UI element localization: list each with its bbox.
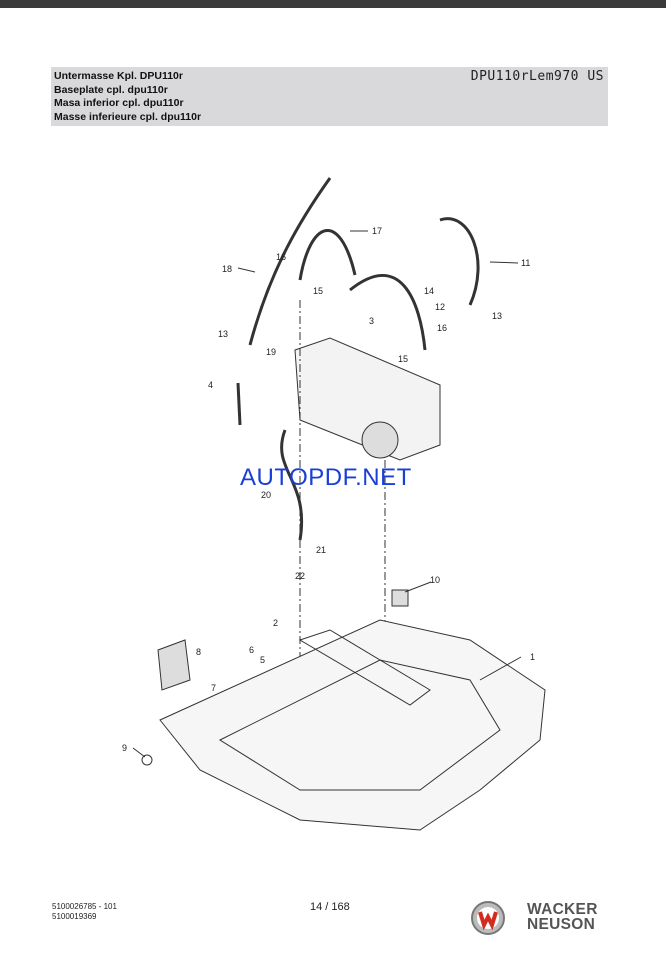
callout-4: 4	[208, 380, 213, 390]
part-number: 5100019369	[52, 911, 97, 921]
callout-6: 6	[249, 645, 254, 655]
callout-18: 18	[222, 264, 232, 274]
page-number: 14 / 168	[310, 901, 350, 913]
callout-7: 7	[211, 683, 216, 693]
callout-11: 11	[521, 258, 530, 268]
title-fr: Masse inferieure cpl. dpu110r	[54, 110, 202, 123]
callout-5: 5	[260, 655, 265, 665]
callout-13: 13	[218, 329, 228, 339]
callout-16: 16	[437, 323, 447, 333]
callout-10: 10	[430, 575, 440, 585]
title-block: Untermasse Kpl. DPU110r Baseplate cpl. d…	[54, 70, 201, 124]
page-header: Untermasse Kpl. DPU110r Baseplate cpl. d…	[51, 67, 608, 126]
title-es: Masa inferior cpl. dpu110r	[54, 97, 184, 109]
callouts: 18 17 11 16 15 14 12 13 3 16 15 13 19 4 …	[122, 226, 535, 753]
watermark: AUTOPDF.NET	[240, 464, 412, 491]
hose-18	[248, 177, 332, 346]
callout-15: 15	[313, 286, 323, 296]
callout-19: 19	[266, 347, 276, 357]
callout-15: 15	[398, 354, 408, 364]
callout-9: 9	[122, 743, 127, 753]
hose-11	[439, 217, 480, 306]
callout-14: 14	[424, 286, 434, 296]
top-bar	[0, 0, 666, 8]
baseplate	[159, 619, 546, 831]
callout-22: 22	[295, 571, 305, 581]
footer-numbers: 5100026785 - 101 5100019369	[52, 902, 117, 921]
callout-8: 8	[196, 647, 201, 657]
callout-2: 2	[273, 618, 278, 628]
callout-13: 13	[492, 311, 502, 321]
hose-20	[280, 429, 303, 541]
title-en: Baseplate cpl. dpu110r	[54, 83, 168, 96]
brand-line-1: WACKER	[527, 901, 598, 918]
hose-17	[298, 228, 357, 281]
callout-1: 1	[530, 652, 535, 662]
callout-12: 12	[435, 302, 445, 312]
callout-21: 21	[316, 545, 326, 555]
callout-17: 17	[372, 226, 382, 236]
callout-16: 16	[276, 252, 286, 262]
doc-number: 5100026785 - 101	[52, 902, 117, 911]
callout-3: 3	[369, 316, 374, 326]
callout-20: 20	[261, 490, 271, 500]
brand-line-2: NEUSON	[527, 916, 596, 933]
hose-14	[349, 274, 427, 351]
model-code: DPU110rLem970 US	[470, 69, 604, 84]
exploded-parts-diagram: 18 17 11 16 15 14 12 13 3 16 15 13 19 4 …	[122, 177, 546, 831]
wacker-neuson-logo-icon	[471, 901, 505, 935]
brand-name: WACKER NEUSON	[527, 901, 598, 933]
title-de: Untermasse Kpl. DPU110r	[54, 70, 183, 82]
